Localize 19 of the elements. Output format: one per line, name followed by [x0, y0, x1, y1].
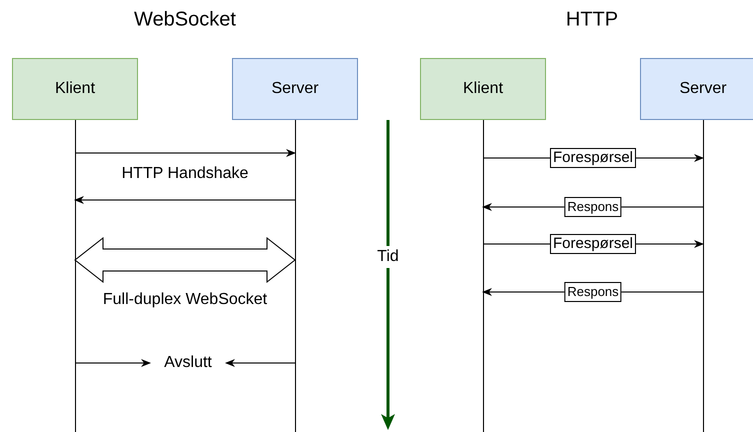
edge-label: Forespørsel — [550, 148, 636, 168]
edge-label: Respons — [564, 197, 622, 217]
arrow — [74, 359, 151, 367]
participant-box: Server — [232, 58, 358, 120]
participant-box: Server — [640, 58, 753, 120]
edge-label: Forespørsel — [550, 234, 636, 254]
arrow — [225, 359, 296, 367]
message-text: Avslutt — [150, 352, 226, 374]
participant-box: Klient — [420, 58, 546, 120]
arrow — [74, 196, 296, 204]
section-title: HTTP — [566, 8, 618, 32]
double-arrow — [74, 236, 296, 284]
message-label: HTTP Handshake — [122, 165, 248, 183]
participant-box: Klient — [12, 58, 138, 120]
edge-label: Full-duplex WebSocket — [102, 291, 268, 309]
edge-label: Respons — [564, 282, 622, 302]
axis-label: Tid — [377, 246, 399, 268]
arrow — [74, 149, 296, 157]
section-title: WebSocket — [134, 8, 236, 32]
